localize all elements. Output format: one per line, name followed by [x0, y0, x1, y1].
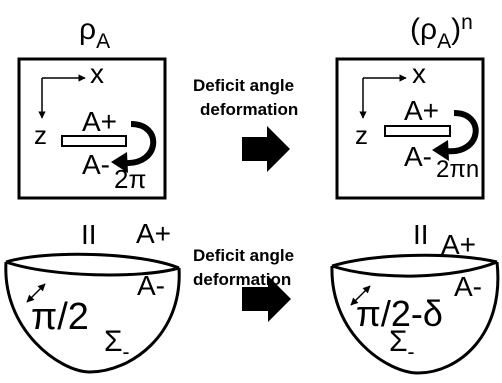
left-x-label: x: [90, 58, 104, 89]
right-rotation-arrowhead: [432, 140, 449, 161]
right-density-box: [335, 57, 485, 200]
right-angle-label: 2πn: [436, 156, 480, 183]
right-title-superscript: n: [461, 11, 473, 34]
right-region-a-bar: [384, 125, 451, 137]
right-bowl-angle-arrow: [350, 285, 371, 306]
right-sigma-subscript: -: [407, 341, 415, 364]
left-angle-label: 2π: [114, 164, 147, 194]
right-sigma-symbol: Σ: [389, 325, 408, 358]
right-rho-subscript: A: [437, 30, 452, 53]
left-rotation-arrowhead: [111, 152, 128, 173]
left-bowl-a-minus-label: A-: [137, 270, 165, 301]
left-a-minus-label: A-: [82, 149, 110, 180]
left-bowl-angle-arrow: [26, 283, 46, 303]
bottom-deformation-arrow: [242, 276, 291, 322]
top-arrow-label-line2: deformation: [200, 100, 299, 119]
left-sigma-subscript: -: [122, 341, 130, 364]
left-rho-title: ρA: [79, 13, 110, 53]
left-bowl-a-plus-label: A+: [136, 218, 172, 249]
right-bowl-rim-top: [331, 253, 498, 268]
right-rotation-arrow: [445, 110, 479, 155]
right-rho-n-title: (ρA)n: [410, 12, 473, 52]
bottom-arrow-label-line2: deformation: [193, 270, 292, 289]
top-arrow-label-line1: Deficit angle: [193, 76, 295, 95]
right-title-open: (ρ: [410, 13, 438, 46]
bottom-arrow-label-line1: Deficit angle: [193, 246, 295, 265]
left-equals-sign: II: [81, 219, 97, 250]
left-bowl-sigma-label: Σ-: [104, 325, 130, 364]
left-sigma-symbol: Σ: [104, 325, 123, 358]
right-title-close: ): [451, 13, 462, 46]
right-bowl: [330, 261, 500, 375]
left-rho-symbol: ρ: [79, 13, 97, 46]
left-rho-subscript: A: [96, 30, 111, 53]
right-a-minus-label: A-: [404, 141, 432, 172]
left-a-plus-label: A+: [82, 106, 118, 137]
left-density-box: [17, 57, 167, 200]
right-bowl-rim-bottom: [331, 260, 498, 278]
left-z-label: z: [34, 120, 47, 150]
left-bowl-angle-label: π/2: [31, 296, 89, 338]
left-rotation-arrow: [124, 121, 157, 167]
right-bowl-a-plus-label: A+: [441, 229, 477, 260]
top-deformation-arrow: [242, 126, 290, 172]
left-region-a-bar: [61, 135, 127, 147]
right-bowl-angle-label: π/2-δ: [356, 293, 443, 334]
right-x-label: x: [412, 58, 426, 89]
left-bowl: [4, 261, 181, 374]
left-bowl-rim-bottom: [5, 260, 180, 277]
right-bowl-sigma-label: Σ-: [389, 325, 415, 364]
left-bowl-rim-top: [5, 252, 180, 270]
right-bowl-a-minus-label: A-: [454, 271, 482, 302]
right-a-plus-label: A+: [404, 95, 440, 126]
right-z-label: z: [355, 120, 368, 150]
right-equals-sign: II: [413, 219, 429, 250]
